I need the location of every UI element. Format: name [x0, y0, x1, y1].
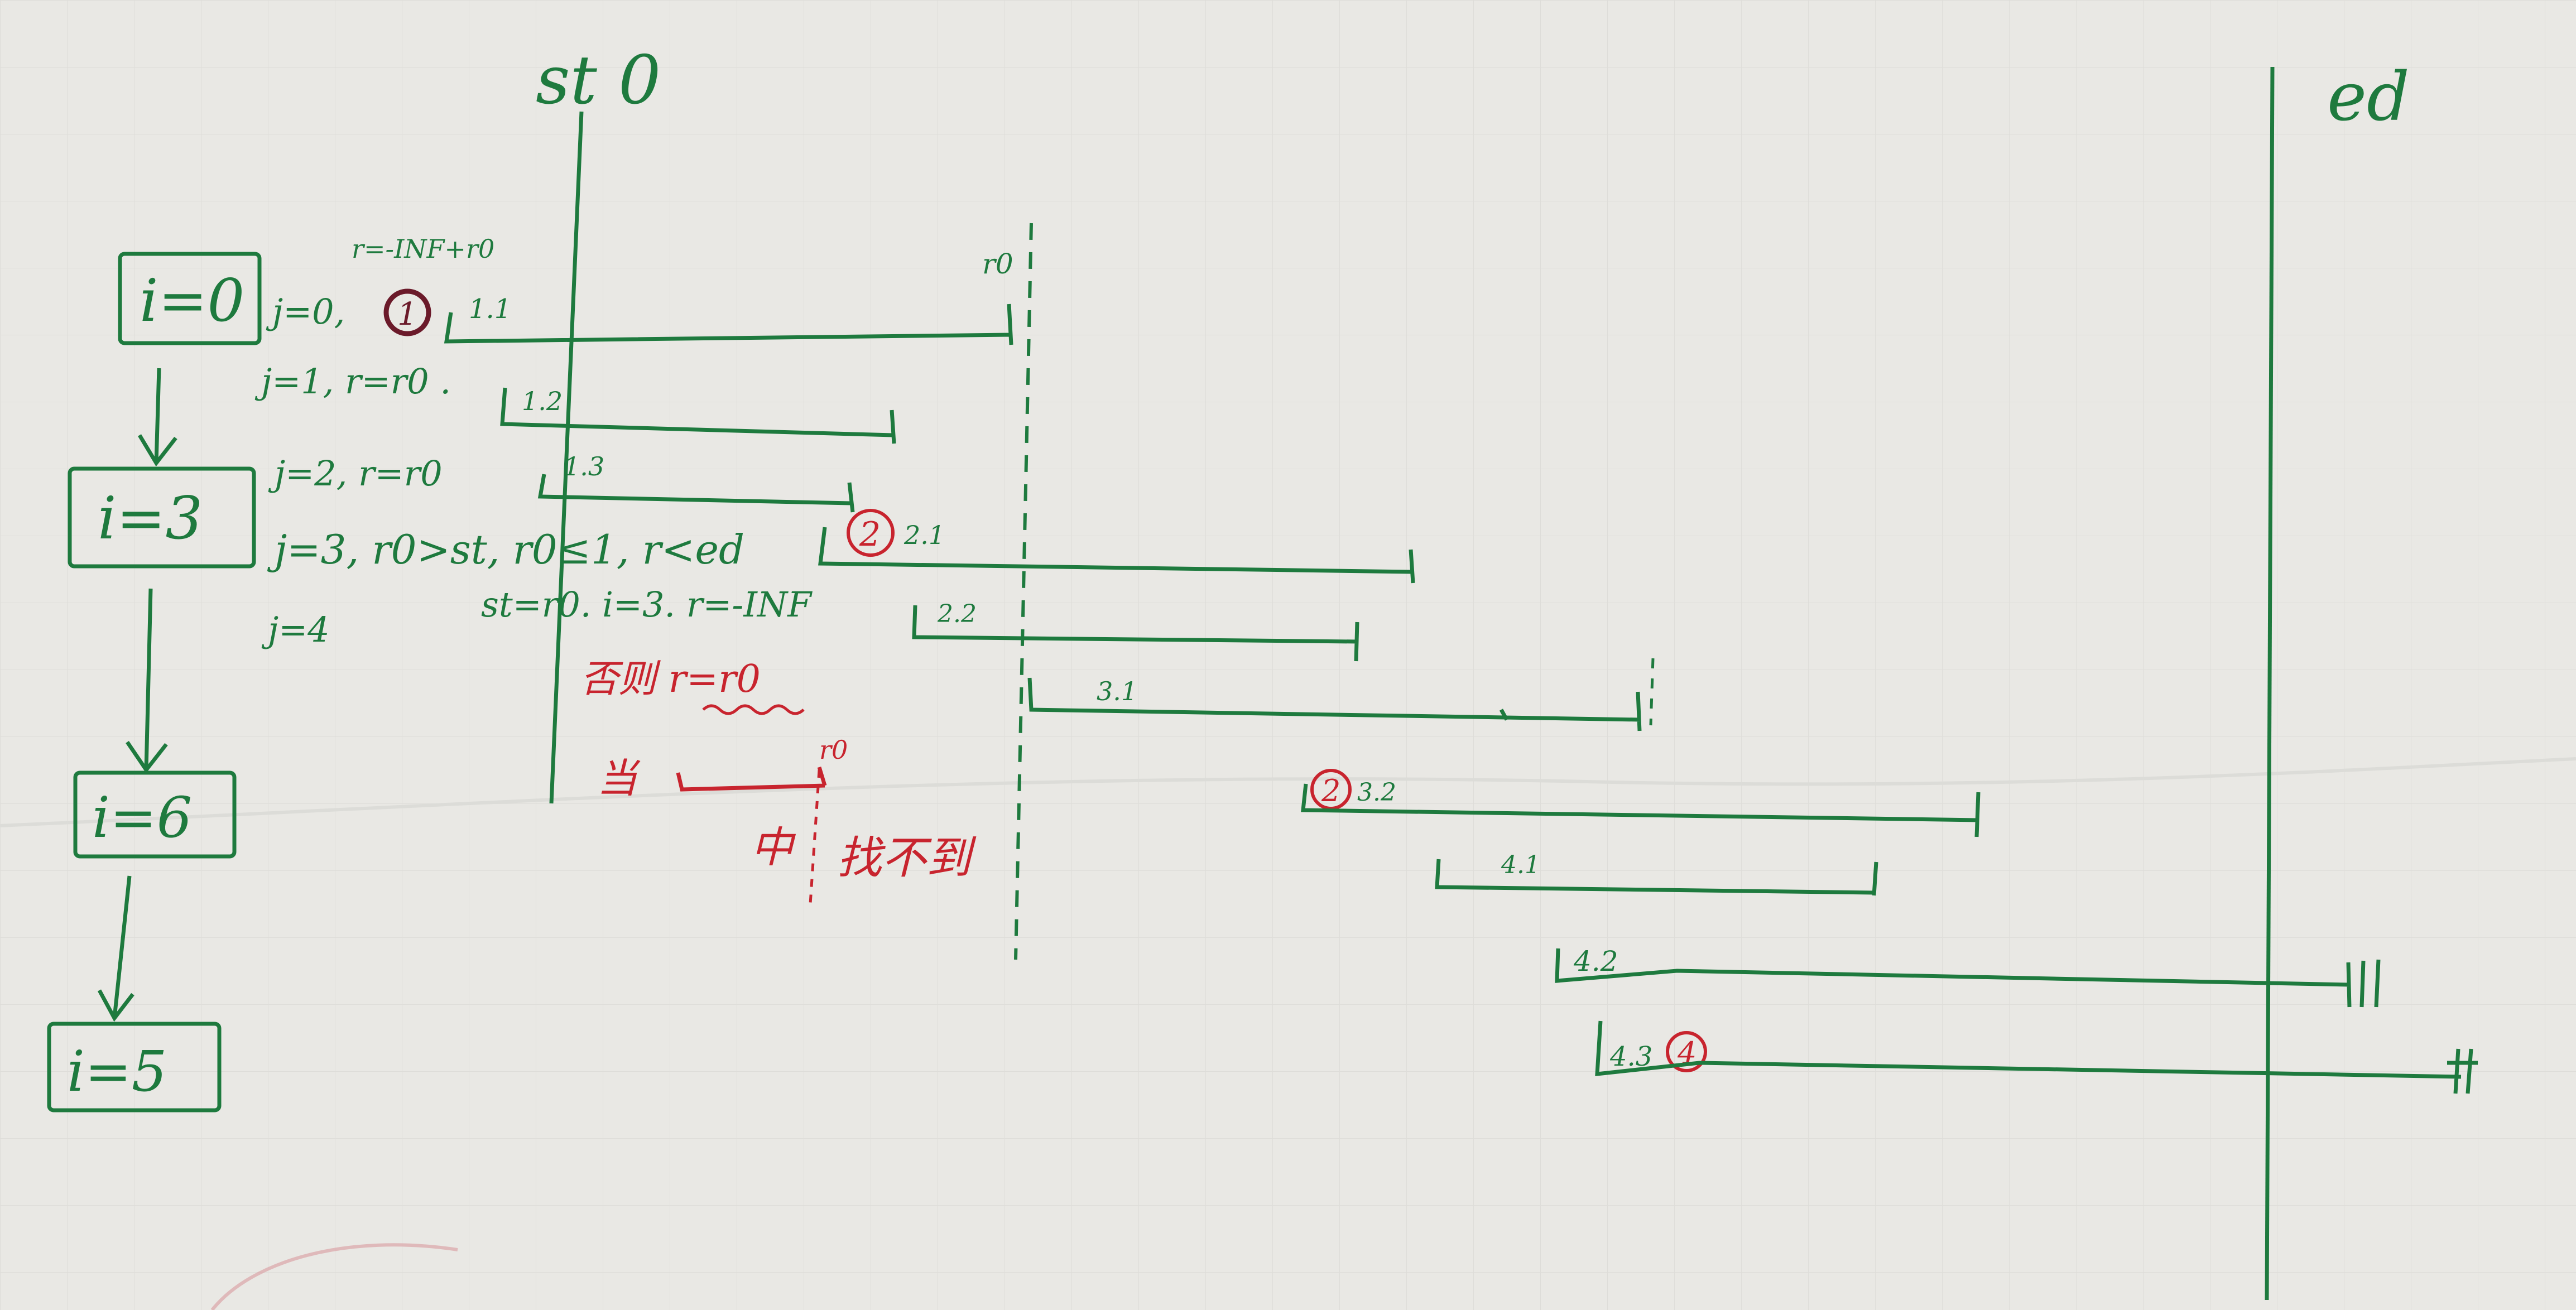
circled-2a-label: 2 — [859, 515, 881, 554]
interval-4-2 — [1555, 948, 2381, 1008]
flow-box-label-i6: i=6 — [92, 785, 192, 850]
circled-1 — [383, 288, 431, 336]
note-when: 当 — [597, 755, 641, 802]
flow-box-label-i5: i=5 — [67, 1039, 167, 1104]
circled-2b-label: 2 — [1321, 773, 1340, 808]
red-dotted-line — [809, 769, 821, 904]
interval-label-3-2: 3.2 — [1357, 778, 1396, 807]
note-else: 否则 r=r0 — [580, 657, 761, 701]
interval-label-4-2: 4.2 — [1573, 945, 1618, 977]
interval-3-1 — [1027, 677, 1642, 731]
flow-chart — [47, 252, 262, 1112]
interval-label-2-1: 2.1 — [903, 520, 945, 550]
st-label: st 0 — [536, 42, 661, 119]
note-j1: j=1, r=r0 . — [254, 361, 451, 402]
circled-1-label: 1 — [397, 296, 417, 333]
interval-2-1 — [818, 527, 1415, 584]
r0-dotted-line — [1014, 223, 1033, 960]
note-j4: j=4 — [261, 609, 330, 650]
flow-arrow-1 — [137, 368, 177, 467]
flow-arrow-2 — [126, 588, 168, 773]
note-st-assign: st=r0. i=3. r=-INF — [481, 584, 813, 625]
ed-axis — [2265, 66, 2275, 1301]
flow-box-i3 — [68, 466, 256, 569]
note-r0-small: r0 — [819, 735, 848, 765]
note-j2: j=2, r=r0 — [268, 453, 443, 494]
interval-label-1-3: 1.3 — [564, 451, 604, 481]
stamp-smudge — [210, 1243, 458, 1310]
flow-box-i6 — [73, 770, 237, 859]
note-j3: j=3, r0>st, r0≤1, r<ed — [267, 526, 744, 573]
interval-label-1-1: 1.1 — [469, 293, 511, 325]
note-r-init: r=-INF+r0 — [352, 234, 494, 264]
ed-label: ed — [2327, 59, 2410, 136]
interval-1-1 — [444, 304, 1013, 345]
note-j0: j=0, — [266, 291, 345, 332]
interval-label-3-1: 3.1 — [1097, 676, 1137, 706]
interval-4-1 — [1435, 859, 1878, 896]
note-r0-top: r0 — [982, 248, 1013, 280]
note-zhong: 中 — [751, 822, 796, 872]
interval-3-2 — [1301, 783, 1981, 837]
interval-2-2 — [912, 605, 1359, 662]
paper-fold — [0, 757, 2576, 827]
interval-1-2 — [500, 387, 896, 444]
interval-4-3 — [1595, 1020, 2478, 1094]
flow-box-label-i0: i=0 — [140, 267, 244, 335]
flow-box-label-i3: i=3 — [98, 484, 203, 552]
interval-label-4-3: 4.3 — [1609, 1041, 1652, 1072]
flow-box-i0 — [118, 252, 262, 345]
circled-2b — [1310, 769, 1352, 810]
note-else-underline — [702, 704, 805, 715]
circled-4 — [1666, 1031, 1707, 1072]
interval-label-4-1: 4.1 — [1501, 851, 1540, 879]
note-found: 找不到 — [837, 832, 977, 884]
interval-label-2-2: 2.2 — [937, 600, 977, 628]
flow-box-i5 — [47, 1022, 222, 1112]
interval-label-1-2: 1.2 — [522, 386, 563, 416]
interval-1-3 — [537, 474, 855, 513]
flow-arrow-3 — [97, 875, 134, 1022]
st-axis — [549, 111, 584, 804]
circled-2a — [847, 509, 895, 557]
